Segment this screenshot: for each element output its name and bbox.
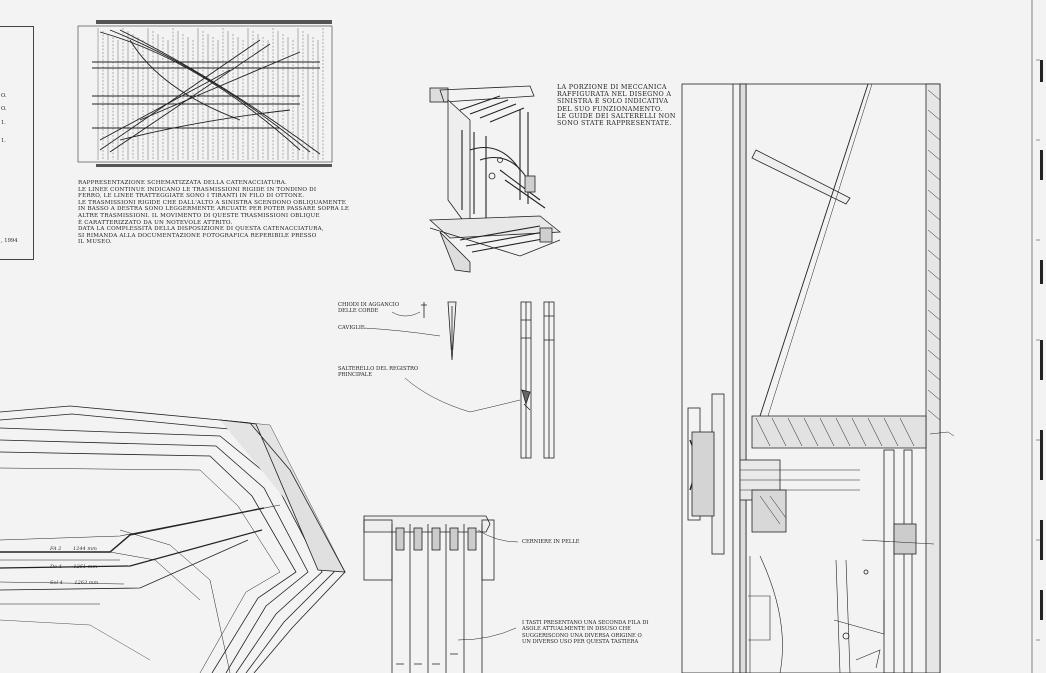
string-length: 1244 mm (73, 546, 97, 552)
chain-schema (77, 20, 333, 167)
mechanism-note-line: del suo funzionamento. (557, 104, 663, 113)
string-note: FA 2 (50, 546, 62, 552)
edge-ruler (1031, 0, 1040, 673)
jack-label-line: principale (338, 372, 372, 378)
chain-caption-line: altre trasmissioni. Il movimento di ques… (78, 212, 320, 219)
jack-label-line: Salterello del registro (338, 366, 419, 372)
leather-hinge-label: Cerniere in pelle (522, 539, 580, 545)
string-note: Do 4 (50, 564, 62, 570)
chain-caption-line: si rimanda alla documentazione fotografi… (78, 232, 317, 239)
string-length-1: FA 2 1244 mm (50, 546, 97, 552)
chain-caption-line: Rappresentazione schematizzata della cat… (78, 180, 287, 186)
keys-note-line: un diverso uso per questa tastiera (522, 639, 639, 646)
string-length-2: Do 4 1261 mm (50, 564, 97, 570)
chain-caption: Rappresentazione schematizzata della cat… (78, 180, 349, 246)
string-length-3: Sol 4 1263 mm (50, 580, 98, 586)
chain-caption-line: ferro, le linee tratteggiate sono i tira… (78, 193, 305, 200)
keys-note-line: suggeriscono una diversa origine o (522, 632, 642, 639)
string-length: 1261 mm (73, 564, 98, 570)
keys-note: I tasti presentano una seconda fila di a… (522, 620, 648, 646)
case-plan (0, 405, 346, 673)
pins-and-jack (363, 301, 555, 459)
mechanism-note-line: Le guide dei salterelli non (557, 111, 676, 120)
side-section (681, 83, 955, 673)
mechanism-note-line: La porzione di meccanica (557, 83, 667, 91)
chain-caption-line: Le trasmissioni rigide che dall'alto a s… (78, 199, 347, 206)
hitch-pins-label-line: delle corde (338, 308, 379, 314)
jack-label: Salterello del registro principale (338, 366, 418, 378)
chain-caption-line: è caratterizzato da un notevole attrito. (78, 219, 233, 226)
chain-caption-line: in basso a destra sono leggermente arcua… (78, 206, 350, 213)
string-length: 1263 mm (74, 580, 99, 586)
hitch-pins-label: Chiodi di aggancio delle corde (338, 302, 399, 314)
left-fragment-5: , 1994 (1, 238, 18, 244)
mechanism-note-line: sinistra è solo indicativa (557, 97, 669, 106)
tuning-pins-label: Caviglie (338, 325, 365, 331)
left-fragment-4: 1. (1, 138, 6, 144)
left-fragment-1: o. (1, 93, 7, 99)
left-fragment-3: 1. (1, 120, 6, 126)
chain-caption-line: Le linee continue indicano le trasmissio… (78, 186, 317, 193)
keys-section (363, 515, 519, 673)
keys-note-line: asole attualmente in disuso che (522, 626, 631, 633)
string-note: Sol 4 (50, 580, 63, 586)
mechanism-note-line: sono state rappresentate. (557, 119, 672, 128)
left-fragment-2: o. (1, 106, 7, 112)
hitch-pins-label-line: Chiodi di aggancio (338, 302, 400, 308)
left-info-panel (0, 26, 34, 260)
mechanism-note-line: raffigurata nel disegno a (557, 90, 672, 99)
mechanism-isometric (428, 85, 562, 273)
keys-note-line: I tasti presentano una seconda fila di (522, 620, 649, 626)
mechanism-note: La porzione di meccanica raffigurata nel… (557, 83, 676, 128)
chain-caption-line: il Museo. (78, 239, 112, 246)
chain-caption-line: Data la complessità della disposizione d… (78, 226, 324, 233)
